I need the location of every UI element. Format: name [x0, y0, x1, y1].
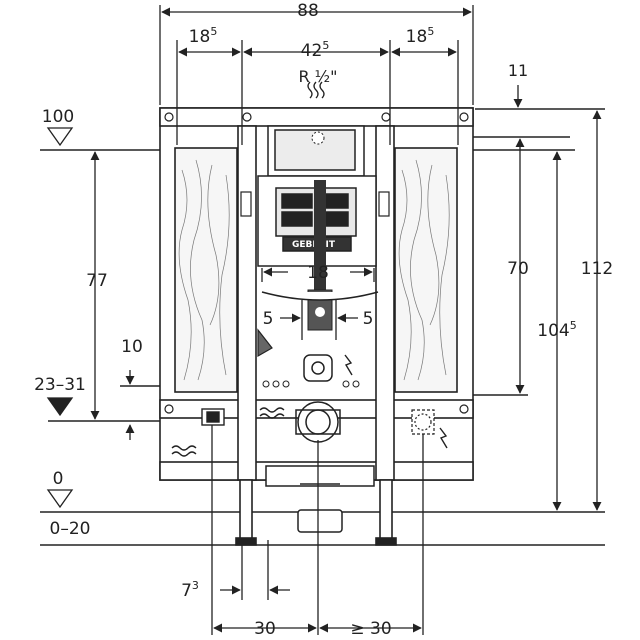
- level-floor-label: 0: [53, 469, 64, 489]
- top-connection-icon: [311, 131, 325, 145]
- level-markers: [46, 127, 74, 509]
- dim-total-width: 88: [297, 1, 319, 21]
- thread-label: R ½": [298, 67, 337, 86]
- level-23-31-marker: [46, 397, 74, 417]
- bowl-connection: [261, 291, 379, 533]
- dim-top-offset: 11: [508, 61, 528, 80]
- dim-level-range: 23–31: [34, 375, 86, 395]
- dim-tall-height: 1045: [537, 319, 576, 341]
- dim-center-width: 425: [301, 39, 330, 61]
- dim-level-10: 10: [121, 337, 143, 357]
- dim-offset-left: 5: [263, 309, 274, 329]
- brand-logo-text: GEBERIT: [292, 240, 336, 250]
- electrical-icon: [344, 354, 448, 449]
- dimension-lines: [90, 5, 602, 635]
- dim-right-side: 185: [406, 25, 435, 47]
- dimension-labels: 88 185 425 185 R ½" 11 100 77 70 1045 11…: [34, 1, 613, 639]
- level-top-label: 100: [42, 107, 74, 127]
- dim-left-height: 77: [86, 271, 108, 291]
- dim-bottom-left: 30: [254, 619, 276, 639]
- dim-bracket-gap: 18: [307, 263, 329, 283]
- frame-bolts: [164, 112, 469, 414]
- supply-dots: [262, 380, 360, 388]
- side-clips: [240, 191, 390, 358]
- water-supply-icon: [171, 81, 325, 457]
- dim-right-height: 70: [507, 259, 529, 279]
- dim-drain-offset: 73: [181, 579, 199, 601]
- water-supply-connection: [201, 408, 225, 426]
- level-100-marker: [46, 127, 74, 147]
- dim-total-height: 112: [581, 259, 613, 279]
- electrical-box: [411, 409, 435, 435]
- level-0-marker: [46, 489, 74, 509]
- dim-offset-right: 5: [363, 309, 374, 329]
- wood-panel-grain: [178, 159, 450, 381]
- dim-left-side: 185: [189, 25, 218, 47]
- dim-bottom-right: ≥ 30: [350, 619, 391, 639]
- dim-floor-range: 0–20: [50, 519, 91, 539]
